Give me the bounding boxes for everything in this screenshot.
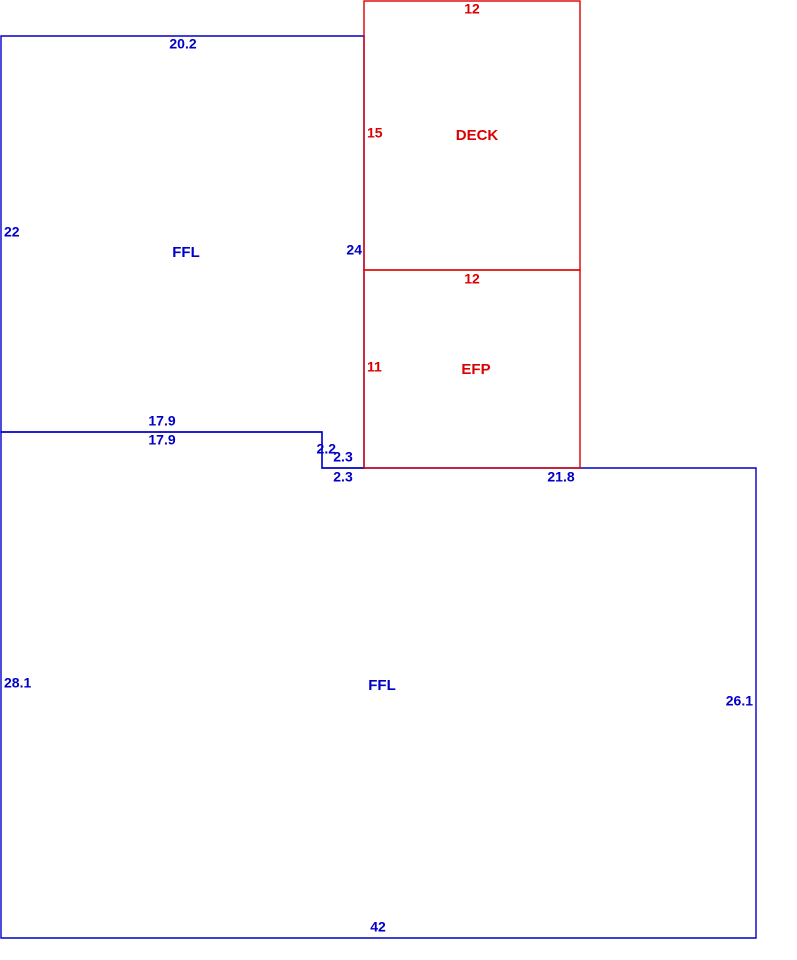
upper-ffl-label: FFL bbox=[172, 244, 200, 261]
efp-outline bbox=[363, 269, 581, 469]
dim-upper-right: 24 bbox=[346, 242, 362, 258]
efp-label: EFP bbox=[461, 361, 490, 378]
dim-step-top: 2.3 bbox=[333, 449, 353, 465]
lower-ffl-label: FFL bbox=[368, 677, 396, 694]
dim-deck-left: 15 bbox=[367, 125, 383, 141]
dim-deck-top: 12 bbox=[464, 1, 480, 17]
dim-upper-top: 20.2 bbox=[169, 36, 196, 52]
dim-upper-left: 22 bbox=[4, 224, 20, 240]
dim-lower-top-right: 21.8 bbox=[547, 469, 574, 485]
deck-label: DECK bbox=[456, 127, 499, 144]
dim-efp-left: 11 bbox=[367, 359, 382, 375]
dim-lower-left: 28.1 bbox=[4, 675, 31, 691]
lower-ffl-outline bbox=[0, 431, 757, 939]
dim-lower-bottom: 42 bbox=[370, 919, 386, 935]
dim-lower-right: 26.1 bbox=[726, 693, 753, 709]
dim-step-vertical: 2.2 bbox=[317, 441, 337, 457]
dim-step-bottom: 2.3 bbox=[333, 469, 353, 485]
dim-upper-bottom: 17.9 bbox=[148, 413, 175, 429]
dim-lower-top: 17.9 bbox=[148, 432, 175, 448]
dim-efp-top: 12 bbox=[464, 271, 480, 287]
